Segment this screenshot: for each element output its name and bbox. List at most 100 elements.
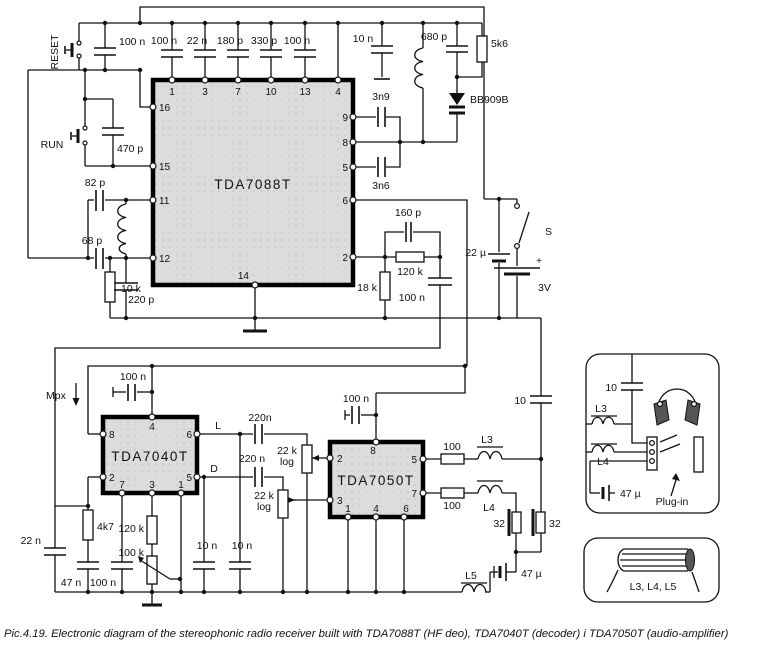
mpx-label: Mpx (46, 390, 67, 402)
pin-label: 4 (335, 87, 341, 98)
capacitor-100n-decoder (127, 384, 136, 401)
capacitor-47u-icon (493, 563, 507, 581)
reset-label: RESET (49, 34, 61, 70)
resistor-label: 4k7 (97, 521, 114, 533)
capacitor-220p (114, 282, 138, 291)
capacitor-22n (44, 547, 66, 556)
resistor-label: 18 k (357, 282, 378, 294)
capacitor-100n-gnd (111, 561, 133, 570)
capacitor-82p (95, 190, 104, 211)
capacitor-680p (446, 45, 468, 53)
capacitor-100n-af (428, 277, 452, 286)
inductor-tank (117, 203, 127, 255)
pin-label: 6 (342, 196, 348, 207)
cap-label: 100 n (151, 35, 177, 47)
resistor-label: 120 k (397, 266, 423, 278)
cap-label: 10 n (232, 540, 253, 552)
pin-label: 8 (342, 138, 348, 149)
pot-label: log (280, 456, 294, 468)
resistor-label: 120 k (118, 523, 144, 535)
capacitor-3n9 (377, 107, 386, 127)
inductor-l5-icon (461, 582, 487, 593)
pin-label: 8 (109, 430, 115, 441)
cap-label: 220n (248, 412, 272, 424)
cap-label: 3n6 (372, 180, 390, 192)
pot-label: log (257, 501, 271, 513)
cap-label: 10 (514, 395, 526, 407)
resistor-18k (379, 271, 391, 301)
pin-label: 3 (149, 480, 155, 491)
potentiometer-100k (138, 555, 171, 585)
pin-label: 15 (159, 162, 171, 173)
plug-in-arrow-icon (670, 473, 680, 497)
cap-label: 180 p (217, 35, 243, 47)
pin-label: 2 (342, 253, 348, 264)
cap-label: 3n9 (372, 91, 390, 103)
chip-tda7088t-pins (149, 76, 357, 289)
cap-label: 22 µ (465, 247, 486, 259)
switch-label: S (545, 226, 552, 238)
component-labels: RESET RUN 100 n 470 p 100 n 22 n 180 p 3… (21, 31, 689, 593)
cap-label: 100 n (119, 36, 145, 48)
potentiometer-22k-log-1 (301, 444, 319, 474)
pot-label: 22 k (277, 445, 298, 457)
cap-label: 10 n (353, 33, 374, 45)
capacitor-100n-amp (351, 406, 360, 424)
inductor-l4-icon (477, 480, 503, 494)
capacitor-22u-icon (488, 253, 510, 263)
capacitor-10n-osc (371, 45, 393, 80)
speaker-label: 32 (549, 518, 561, 530)
pin-label: 4 (149, 422, 155, 433)
capacitor-220n-L (254, 424, 263, 444)
resistor-label: 100 k (118, 547, 144, 559)
resistor-label: 5k6 (491, 38, 508, 50)
resistor-label: 100 (443, 441, 461, 453)
line-d-label: D (210, 463, 218, 475)
cap-label: 100 n (343, 393, 369, 405)
run-pushbutton (70, 125, 88, 146)
capacitor-reset-100n (94, 47, 116, 56)
inductor-oscillator (414, 47, 424, 89)
pin-label: 2 (109, 473, 115, 484)
chip-tda7050t-label: TDA7050T (337, 473, 414, 488)
schematic-canvas: TDA7088T TDA7040T TDA7050T (21, 6, 720, 607)
chip-tda7040t-label: TDA7040T (111, 449, 188, 464)
pin-label: 1 (169, 87, 175, 98)
pin-label: 7 (411, 489, 417, 500)
pin-label: 16 (159, 103, 171, 114)
pin-label: 2 (337, 454, 343, 465)
capacitor-3n6 (377, 157, 386, 177)
pin-label: 4 (373, 504, 379, 515)
pin-label: 7 (235, 87, 241, 98)
cap-label: 100 n (90, 577, 116, 589)
pin-label: 9 (342, 113, 348, 124)
resistor-5k6 (476, 35, 488, 63)
pin-label: 3 (202, 87, 208, 98)
box-inductor-label: L3 (595, 403, 607, 415)
capacitor-47n (77, 561, 99, 570)
switch-s-icon (513, 203, 520, 250)
speaker-1-icon (507, 509, 522, 536)
junction-dots (82, 20, 544, 595)
pin-label: 3 (337, 496, 343, 507)
resistor-100-left (440, 453, 465, 465)
plug-in-label: Plug-in (656, 496, 689, 508)
box-cap-label: 47 µ (620, 488, 641, 500)
inductor-label: L5 (465, 570, 477, 582)
inductor-l3-icon (477, 446, 503, 460)
figure-caption: Pic.4.19. Electronic diagram of the ster… (4, 628, 729, 640)
chip-tda7050t-pins (326, 438, 427, 521)
cap-label: 100 n (120, 371, 146, 383)
cap-label: 330 p (251, 35, 277, 47)
cap-label: 160 p (395, 207, 421, 219)
box-cap-label: 10 (605, 382, 617, 394)
resistor-120k-2 (146, 515, 158, 545)
capacitor-10n-a (193, 561, 215, 570)
ferrite-label: L3, L4, L5 (630, 581, 677, 593)
chip-tda7088t: TDA7088T (150, 77, 356, 288)
resistor-120k (395, 251, 425, 263)
pin-label: 12 (159, 254, 171, 265)
capacitor-220n-D (254, 467, 263, 487)
cap-label: 100 n (284, 35, 310, 47)
pin-label: 11 (159, 196, 170, 207)
